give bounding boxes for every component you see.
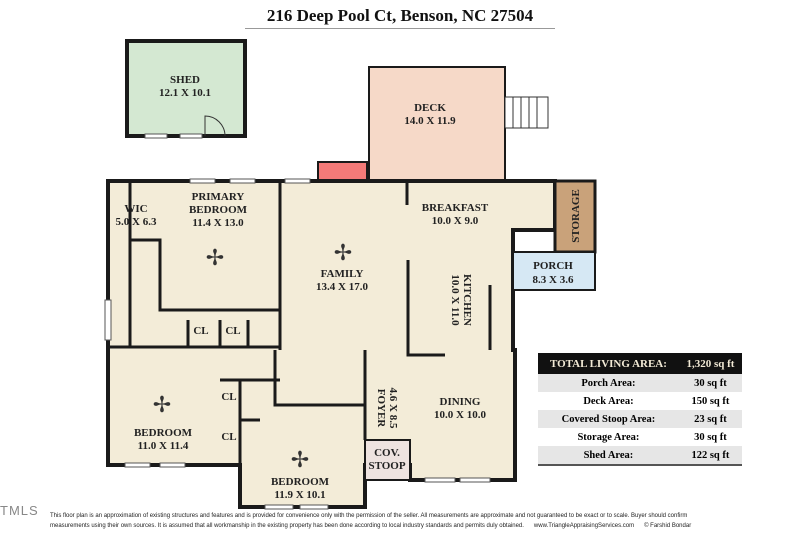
windows xyxy=(104,133,491,510)
area-summary-table: Total Living Area:1,320 sq ft Porch Area… xyxy=(538,353,742,466)
foyer-label: FOYER xyxy=(375,389,387,429)
area-label: Covered Stoop Area: xyxy=(538,410,679,428)
copyright: © Farshid Bondar xyxy=(644,523,692,529)
wic-dims: 5.0 X 6.3 xyxy=(116,216,157,228)
closet-label: CL xyxy=(193,325,208,337)
primary-label-1: PRIMARY xyxy=(192,191,245,203)
table-row: Porch Area:30 sq ft xyxy=(538,374,742,392)
deck-stairs xyxy=(504,96,549,129)
area-value: 122 sq ft xyxy=(678,446,742,465)
breakfast-label: BREAKFAST xyxy=(422,202,489,214)
shed xyxy=(125,39,247,138)
svg-text:✢: ✢ xyxy=(206,245,224,270)
table-row: Shed Area:122 sq ft xyxy=(538,446,742,465)
table-row: Covered Stoop Area:23 sq ft xyxy=(538,410,742,428)
porch xyxy=(512,251,596,291)
website-link[interactable]: www.TriangleAppraisingServices.com xyxy=(533,523,635,529)
area-value: 150 sq ft xyxy=(678,392,742,410)
primary-label-2: BEDROOM xyxy=(189,204,248,216)
area-label: Porch Area: xyxy=(538,374,679,392)
area-label: Deck Area: xyxy=(538,392,679,410)
area-value: 30 sq ft xyxy=(678,374,742,392)
shed-dims: 12.1 X 10.1 xyxy=(159,87,211,99)
closet-label: CL xyxy=(225,325,240,337)
shed-label: SHED xyxy=(170,74,200,86)
closet-label: CL xyxy=(221,391,236,403)
dining-dims: 10.0 X 10.0 xyxy=(434,409,486,421)
area-label: Total Living Area: xyxy=(538,353,679,374)
area-value: 1,320 sq ft xyxy=(678,353,742,374)
title-divider xyxy=(245,28,555,29)
bedroom2-dims: 11.0 X 11.4 xyxy=(138,440,189,452)
breakfast-dims: 10.0 X 9.0 xyxy=(432,215,479,227)
dining-label: DINING xyxy=(440,396,481,408)
primary-dims: 11.4 X 13.0 xyxy=(192,217,244,229)
deck xyxy=(368,66,506,182)
stoop-label-2: STOOP xyxy=(368,460,405,472)
wic-label: WIC xyxy=(124,203,147,215)
svg-text:✢: ✢ xyxy=(334,240,352,265)
closet-label: CL xyxy=(221,431,236,443)
interior-walls xyxy=(108,181,492,507)
table-row: Storage Area:30 sq ft xyxy=(538,428,742,446)
house-outline xyxy=(106,179,557,509)
deck-dims: 14.0 X 11.9 xyxy=(404,115,456,127)
bedroom2-label: BEDROOM xyxy=(134,427,193,439)
area-label: Shed Area: xyxy=(538,446,679,465)
svg-text:✢: ✢ xyxy=(153,392,171,417)
disclaimer-line-2: measurements using their own sources. It… xyxy=(50,523,524,529)
kitchen-dims: 10.0 X 11.0 xyxy=(449,274,461,326)
storage xyxy=(553,179,597,254)
ceiling-fan-icon: ✢ ✢ ✢ ✢ xyxy=(153,240,352,472)
table-row: Deck Area:150 sq ft xyxy=(538,392,742,410)
disclaimer-line-1: This floor plan is an approximation of e… xyxy=(50,513,688,519)
porch-dims: 8.3 X 3.6 xyxy=(533,274,574,286)
storage-label: STORAGE xyxy=(570,189,582,243)
kitchen-label: KITCHEN xyxy=(461,274,473,326)
property-address-title: 216 Deep Pool Ct, Benson, NC 27504 xyxy=(266,6,534,25)
bedroom3-dims: 11.9 X 10.1 xyxy=(274,489,325,501)
mls-watermark: TMLS xyxy=(0,503,39,518)
area-label: Storage Area: xyxy=(538,428,679,446)
area-value: 30 sq ft xyxy=(678,428,742,446)
bedroom3-label: BEDROOM xyxy=(271,476,330,488)
porch-label: PORCH xyxy=(533,260,573,272)
shed-door xyxy=(204,115,226,137)
area-value: 23 sq ft xyxy=(678,410,742,428)
family-dims: 13.4 X 17.0 xyxy=(316,281,368,293)
svg-text:✢: ✢ xyxy=(291,447,309,472)
covered-stoop xyxy=(364,439,411,481)
disclaimer-footer: This floor plan is an approximation of e… xyxy=(50,511,790,531)
table-row: Total Living Area:1,320 sq ft xyxy=(538,353,742,374)
stoop-label-1: COV. xyxy=(374,447,400,459)
deck-label: DECK xyxy=(414,102,446,114)
fireplace xyxy=(317,161,368,182)
family-label: FAMILY xyxy=(321,268,364,280)
foyer-dims: 4.6 X 8.5 xyxy=(387,388,399,429)
